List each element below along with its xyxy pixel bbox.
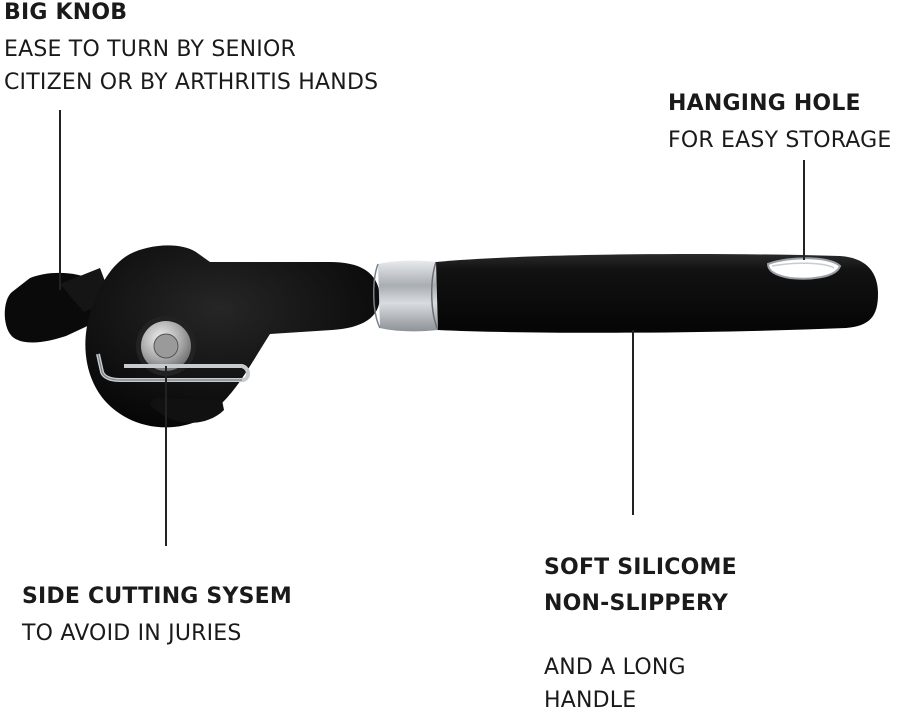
callout-heading: SOFT SILICOME xyxy=(544,555,737,580)
callout-big-knob: BIG KNOB EASE TO TURN BY SENIOR CITIZEN … xyxy=(4,2,378,105)
callout-line: FOR EASY STORAGE xyxy=(668,128,892,153)
callout-heading: SIDE CUTTING SYSEM xyxy=(22,584,292,609)
callout-handle: SOFT SILICOME NON-SLIPPERY AND A LONG HA… xyxy=(544,557,737,723)
leader-line-hanging-hole xyxy=(803,160,805,260)
callout-heading: HANGING HOLE xyxy=(668,91,861,116)
callout-hanging-hole: HANGING HOLE FOR EASY STORAGE xyxy=(668,93,892,152)
metal-collar xyxy=(372,260,439,332)
callout-side-cutting: SIDE CUTTING SYSEM TO AVOID IN JURIES xyxy=(22,586,292,645)
callout-heading: NON-SLIPPERY xyxy=(544,591,729,616)
callout-line: TO AVOID IN JURIES xyxy=(22,621,242,646)
cutting-head xyxy=(85,245,380,428)
callout-line: AND A LONG xyxy=(544,655,686,680)
long-handle xyxy=(436,254,878,333)
leader-line-side-cutting xyxy=(165,366,167,546)
callout-line: EASE TO TURN BY SENIOR xyxy=(4,37,296,62)
leader-line-big-knob xyxy=(59,110,61,290)
callout-line: HANDLE xyxy=(544,688,637,713)
leader-line-handle xyxy=(632,330,634,515)
callout-heading: BIG KNOB xyxy=(4,0,128,25)
callout-line: CITIZEN OR BY ARTHRITIS HANDS xyxy=(4,70,379,95)
